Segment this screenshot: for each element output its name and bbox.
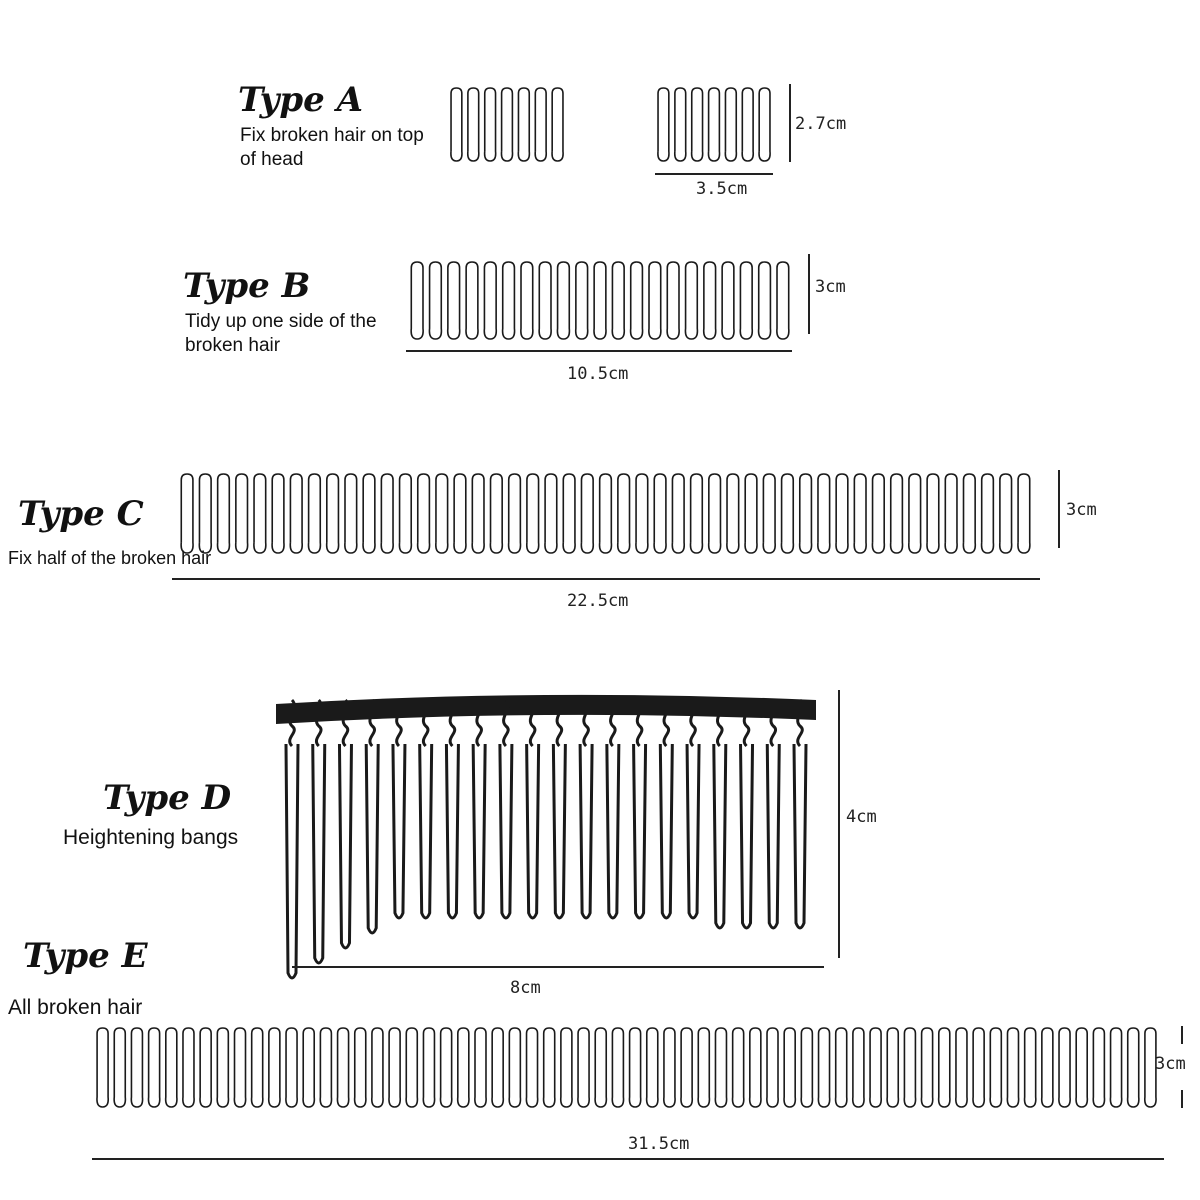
comb-twist [582,698,590,748]
comb-tine [471,743,487,920]
comb-twist [421,698,430,748]
comb-tine [792,743,808,930]
comb-teeth [450,87,564,162]
type-a-comb-left [450,87,564,162]
type-c-title: Type C [18,494,144,534]
type-d-height-line [838,690,840,958]
comb-twist [662,698,671,748]
type-b-height-label: 3cm [815,277,846,297]
type-e-height-line-top [1181,1026,1183,1044]
type-c-description: Fix half of the broken hair [8,548,212,568]
comb-twist [475,698,483,748]
comb-tine [444,743,460,920]
type-c-width-label: 22.5cm [567,591,629,611]
comb-teeth [657,87,771,162]
comb-twist [448,698,457,748]
type-a-height-line [789,84,791,162]
type-a-title: Type A [238,80,363,120]
type-e-title: Type E [23,936,148,976]
type-e-height-line-bottom [1181,1090,1183,1108]
comb-tine [605,743,621,920]
type-d-width-line [292,966,824,968]
comb-twist [689,698,697,748]
type-a-width-line [655,173,773,175]
comb-twist [716,698,724,748]
comb-twist [769,698,778,748]
comb-twist [368,698,376,748]
type-e-width-label: 31.5cm [628,1134,690,1154]
comb-twist [635,698,644,748]
type-b-width-line [406,350,792,352]
type-c-height-line [1058,470,1060,548]
type-b-height-line [808,254,810,334]
comb-tine [525,743,541,920]
comb-twist [742,698,751,748]
comb-tine [284,743,300,980]
comb-twist [395,698,403,748]
type-a-height-label: 2.7cm [795,114,847,134]
comb-tine [311,743,327,965]
type-a-description: Fix broken hair on top of head [240,125,424,170]
type-b-title: Type B [183,266,311,306]
comb-tine [551,743,567,920]
type-b-width-label: 10.5cm [567,364,629,384]
comb-tine [364,743,380,935]
type-d-title: Type D [103,778,232,818]
type-e-height-label: 3cm [1155,1054,1186,1074]
comb-teeth [410,261,790,340]
type-a-width-label: 3.5cm [696,179,748,199]
type-e-comb [96,1027,1157,1108]
comb-tine [337,743,353,950]
type-e-description: All broken hair [8,996,143,1019]
comb-teeth [96,1027,1157,1108]
comb-teeth [180,473,1031,554]
type-b-comb [410,261,790,340]
type-c-width-line [172,578,1040,580]
type-d-height-label: 4cm [846,807,877,827]
type-e-width-line [92,1158,1164,1160]
comb-twist [609,698,617,748]
comb-twist [528,698,537,748]
comb-tine [658,743,674,920]
type-d-description: Heightening bangs [63,826,239,849]
comb-twist [796,698,804,748]
comb-tine [739,743,755,930]
comb-twist [314,698,323,748]
comb-tine [765,743,781,930]
type-a-comb-right [657,87,771,162]
comb-twist [288,698,296,748]
type-c-comb [180,473,1031,554]
type-c-height-label: 3cm [1066,500,1097,520]
type-b-description: Tidy up one side of the broken hair [185,311,377,356]
comb-twist [555,698,564,748]
comb-tine [712,743,728,930]
comb-tine [418,743,434,920]
comb-tine [498,743,514,920]
type-d-width-label: 8cm [510,978,541,998]
type-d-comb [276,694,816,980]
comb-tine [578,743,594,920]
comb-tine [632,743,648,920]
comb-twist [502,698,510,748]
comb-tine [685,743,701,920]
comb-twist [341,698,350,748]
comb-tine [391,743,407,920]
comb-bar [276,694,816,724]
